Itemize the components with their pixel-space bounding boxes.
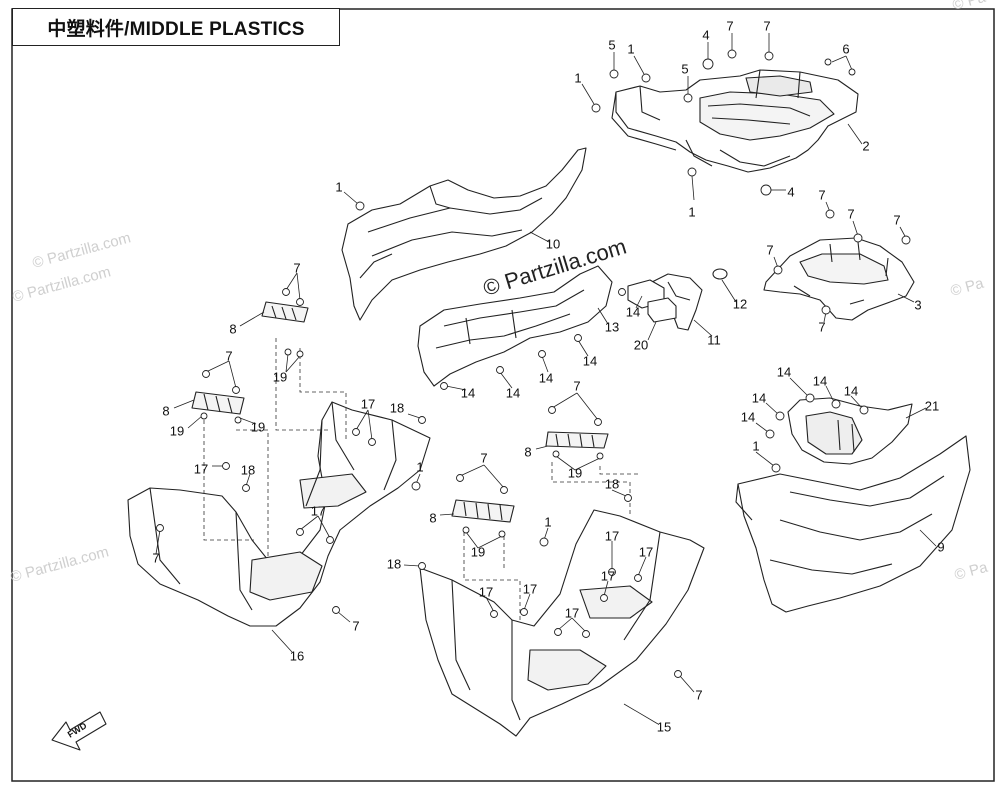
callout-14d: 14 [506, 385, 520, 400]
callout-7f: 7 [766, 242, 773, 257]
watermark-faint-left-low: © Partzilla.com [9, 543, 111, 586]
part-footrest-pad-d [451, 499, 515, 523]
part-right-footwell [419, 509, 705, 737]
callout-1a: 1 [627, 41, 634, 56]
callout-18d: 18 [387, 556, 401, 571]
callout-8b: 8 [162, 403, 169, 418]
callout-19a: 19 [273, 369, 287, 384]
callout-8a: 8 [229, 321, 236, 336]
callout-16: 16 [290, 648, 304, 663]
callout-1b: 1 [574, 70, 581, 85]
callout-14b: 14 [583, 353, 597, 368]
callout-14a: 14 [626, 304, 640, 319]
callout-7l: 7 [573, 378, 580, 393]
callout-1e: 1 [416, 459, 423, 474]
watermark-faint-left-mid: © Partzilla.com [11, 263, 113, 306]
callout-14i: 14 [752, 390, 766, 405]
callout-15: 15 [657, 719, 671, 734]
callout-14j: 14 [741, 409, 755, 424]
callout-leaders [155, 33, 937, 725]
callout-17h: 17 [523, 581, 537, 596]
part-grommet [712, 268, 728, 280]
part-rear-console [787, 397, 913, 465]
callout-7c: 7 [818, 187, 825, 202]
callout-19c: 19 [251, 419, 265, 434]
callout-7d: 7 [847, 206, 854, 221]
callout-19b: 19 [170, 423, 184, 438]
diagram-frame [11, 8, 995, 782]
callout-7e: 7 [893, 212, 900, 227]
callout-18c: 18 [605, 476, 619, 491]
callout-10: 10 [546, 236, 560, 251]
callout-1d: 1 [335, 179, 342, 194]
callout-7g: 7 [818, 319, 825, 334]
fwd-arrow [51, 711, 107, 751]
callout-18a: 18 [390, 400, 404, 415]
callout-17a: 17 [361, 396, 375, 411]
part-footrest-pad-b [191, 391, 245, 415]
callout-11: 11 [707, 332, 721, 347]
callout-17b: 17 [194, 461, 208, 476]
watermark-faint-right-mid: © Pa [949, 275, 986, 300]
callout-13: 13 [605, 319, 619, 334]
callout-7m: 7 [480, 450, 487, 465]
callout-8c: 8 [524, 444, 531, 459]
watermark-faint-top-right: © Pa [951, 0, 988, 14]
callout-14h: 14 [844, 383, 858, 398]
callout-14g: 14 [813, 373, 827, 388]
callout-21: 21 [925, 398, 939, 413]
callout-20: 20 [634, 337, 648, 352]
callout-17c: 17 [311, 503, 325, 518]
part-right-front-panel [735, 435, 971, 613]
part-rear-bracket-panel [763, 237, 915, 321]
callout-1g: 1 [752, 438, 759, 453]
title-box: 中塑料件/MIDDLE PLASTICS [12, 8, 340, 46]
callout-14f: 14 [777, 364, 791, 379]
watermark-faint-right-low: © Pa [953, 559, 990, 584]
callout-7n: 7 [695, 687, 702, 702]
callout-7j: 7 [152, 550, 159, 565]
callout-17f: 17 [601, 568, 615, 583]
callout-9: 9 [937, 539, 944, 554]
callout-3: 3 [914, 297, 921, 312]
callout-17g: 17 [479, 584, 493, 599]
page-title: 中塑料件/MIDDLE PLASTICS [47, 18, 305, 40]
callout-17d: 17 [605, 528, 619, 543]
callout-7h: 7 [293, 260, 300, 275]
fasteners [156, 49, 911, 678]
callout-19e: 19 [471, 544, 485, 559]
callout-7i: 7 [225, 348, 232, 363]
callout-18b: 18 [241, 462, 255, 477]
callout-7b: 7 [763, 18, 770, 33]
callout-19d: 19 [568, 465, 582, 480]
callout-6: 6 [842, 41, 849, 56]
part-footrest-pad-a [261, 301, 309, 323]
callout-14e: 14 [461, 385, 475, 400]
callout-12: 12 [733, 296, 747, 311]
watermark-faint-left-upper: © Partzilla.com [31, 229, 133, 272]
callout-1c: 1 [688, 204, 695, 219]
part-side-cover [417, 265, 613, 387]
callout-7a: 7 [726, 18, 733, 33]
callout-17i: 17 [565, 605, 579, 620]
callout-5a: 5 [608, 37, 615, 52]
callout-8d: 8 [429, 510, 436, 525]
callout-17e: 17 [639, 544, 653, 559]
part-rear-tray [611, 69, 859, 173]
callout-2: 2 [862, 138, 869, 153]
callout-14c: 14 [539, 370, 553, 385]
part-clip-blocks [627, 279, 677, 323]
callout-7k: 7 [352, 618, 359, 633]
callout-5b: 5 [681, 61, 688, 76]
part-left-side-panel [341, 147, 587, 321]
callout-4b: 4 [787, 184, 794, 199]
callout-4a: 4 [702, 27, 709, 42]
callout-1f: 1 [544, 514, 551, 529]
part-footrest-pad-c [545, 431, 609, 449]
